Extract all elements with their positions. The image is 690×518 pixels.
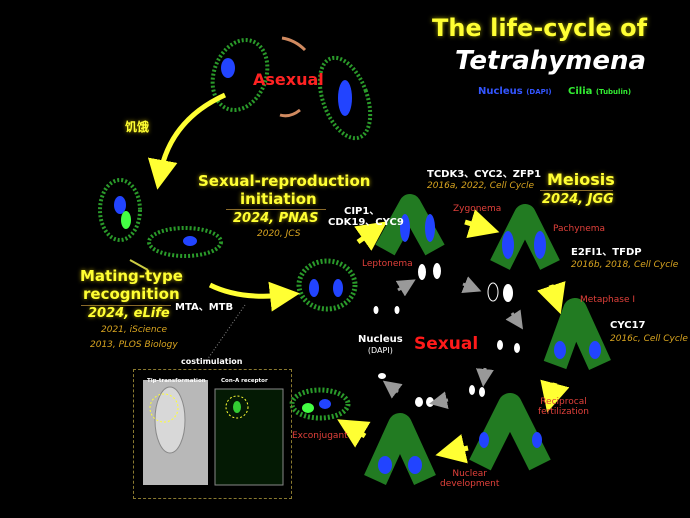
legend-nucleus: Nucleus (DAPI) [478,86,552,97]
yellow-arrows [147,92,570,464]
genes-top-cite: 2016a, 2022, Cell Cycle [427,181,535,191]
meiosis-paper: 2024, JGG [542,192,614,207]
panel-con-a: Con-A receptor [221,378,268,384]
stage-exconjugant: Exconjugant [292,431,348,441]
initiation-cite: 2020, JCS [257,229,301,239]
meiosis-title: Meiosis [547,170,615,189]
cell-mating-1 [98,178,142,242]
pairing-arrow [129,259,149,271]
genes-top: TCDK3、CYC2、ZFP1 [427,169,542,180]
nucleus-dapi-label: Nucleus(DAPI) [358,334,403,355]
nuclei-ring [373,263,520,407]
mating-title2: recognition [83,285,180,303]
stage-pachynema: Pachynema [553,224,606,234]
gray-arrows [382,276,523,410]
stage-metaphase: Metaphase I [580,295,636,305]
stage-zygonema: Zygonema [453,204,502,214]
cell-exconjugant [289,387,351,421]
cell-metaphase [543,298,611,370]
stage-leptonema: Leptonema [362,259,413,269]
mating-title1: Mating-type [80,267,183,285]
cell-mating-2 [147,226,223,258]
costim-box [133,369,292,499]
genes-e2f-cite: 2016b, 2018, Cell Cycle [571,260,679,270]
genes-e2f: E2FI1、TFDP [571,247,642,258]
initiation-genes1: CIP1、 [344,206,380,217]
asexual-arrows [279,36,307,118]
asexual-label: Asexual [253,70,324,89]
initiation-title2: initiation [240,190,317,208]
cell-nuclear-dev [364,413,436,485]
cell-leptonema [296,258,358,312]
cell-asexual-2 [317,55,373,141]
costim-pointer [206,304,246,361]
cell-pachynema [490,204,560,270]
title-line1: The life-cycle of [432,14,648,42]
panel-tip-transformation: Tip-transformation [147,378,206,384]
mating-paper: 2024, eLife [88,306,170,321]
legend-cilia: Cilia (Tubulin) [568,86,632,97]
mating-genes: MTA、MTB [175,302,234,313]
mating-cite2: 2013, PLOS Biology [90,340,178,350]
cell-zygonema [375,194,445,256]
initiation-title1: Sexual-reproduction [198,172,371,190]
costim-title: costimulation [181,357,243,366]
genes-cyc17-cite: 2016c, Cell Cycle [610,334,688,344]
sexual-label: Sexual [414,334,479,354]
initiation-paper: 2024, PNAS [233,211,319,226]
starvation-label: 饥饿 [125,120,150,134]
genes-cyc17: CYC17 [610,320,646,331]
cell-asexual-1 [210,38,270,112]
cell-reciprocal [469,393,551,471]
initiation-genes2: CDK19、CYC9 [328,217,404,228]
mating-cite1: 2021, iScience [101,325,168,335]
title-line2: Tetrahymena [455,46,647,76]
